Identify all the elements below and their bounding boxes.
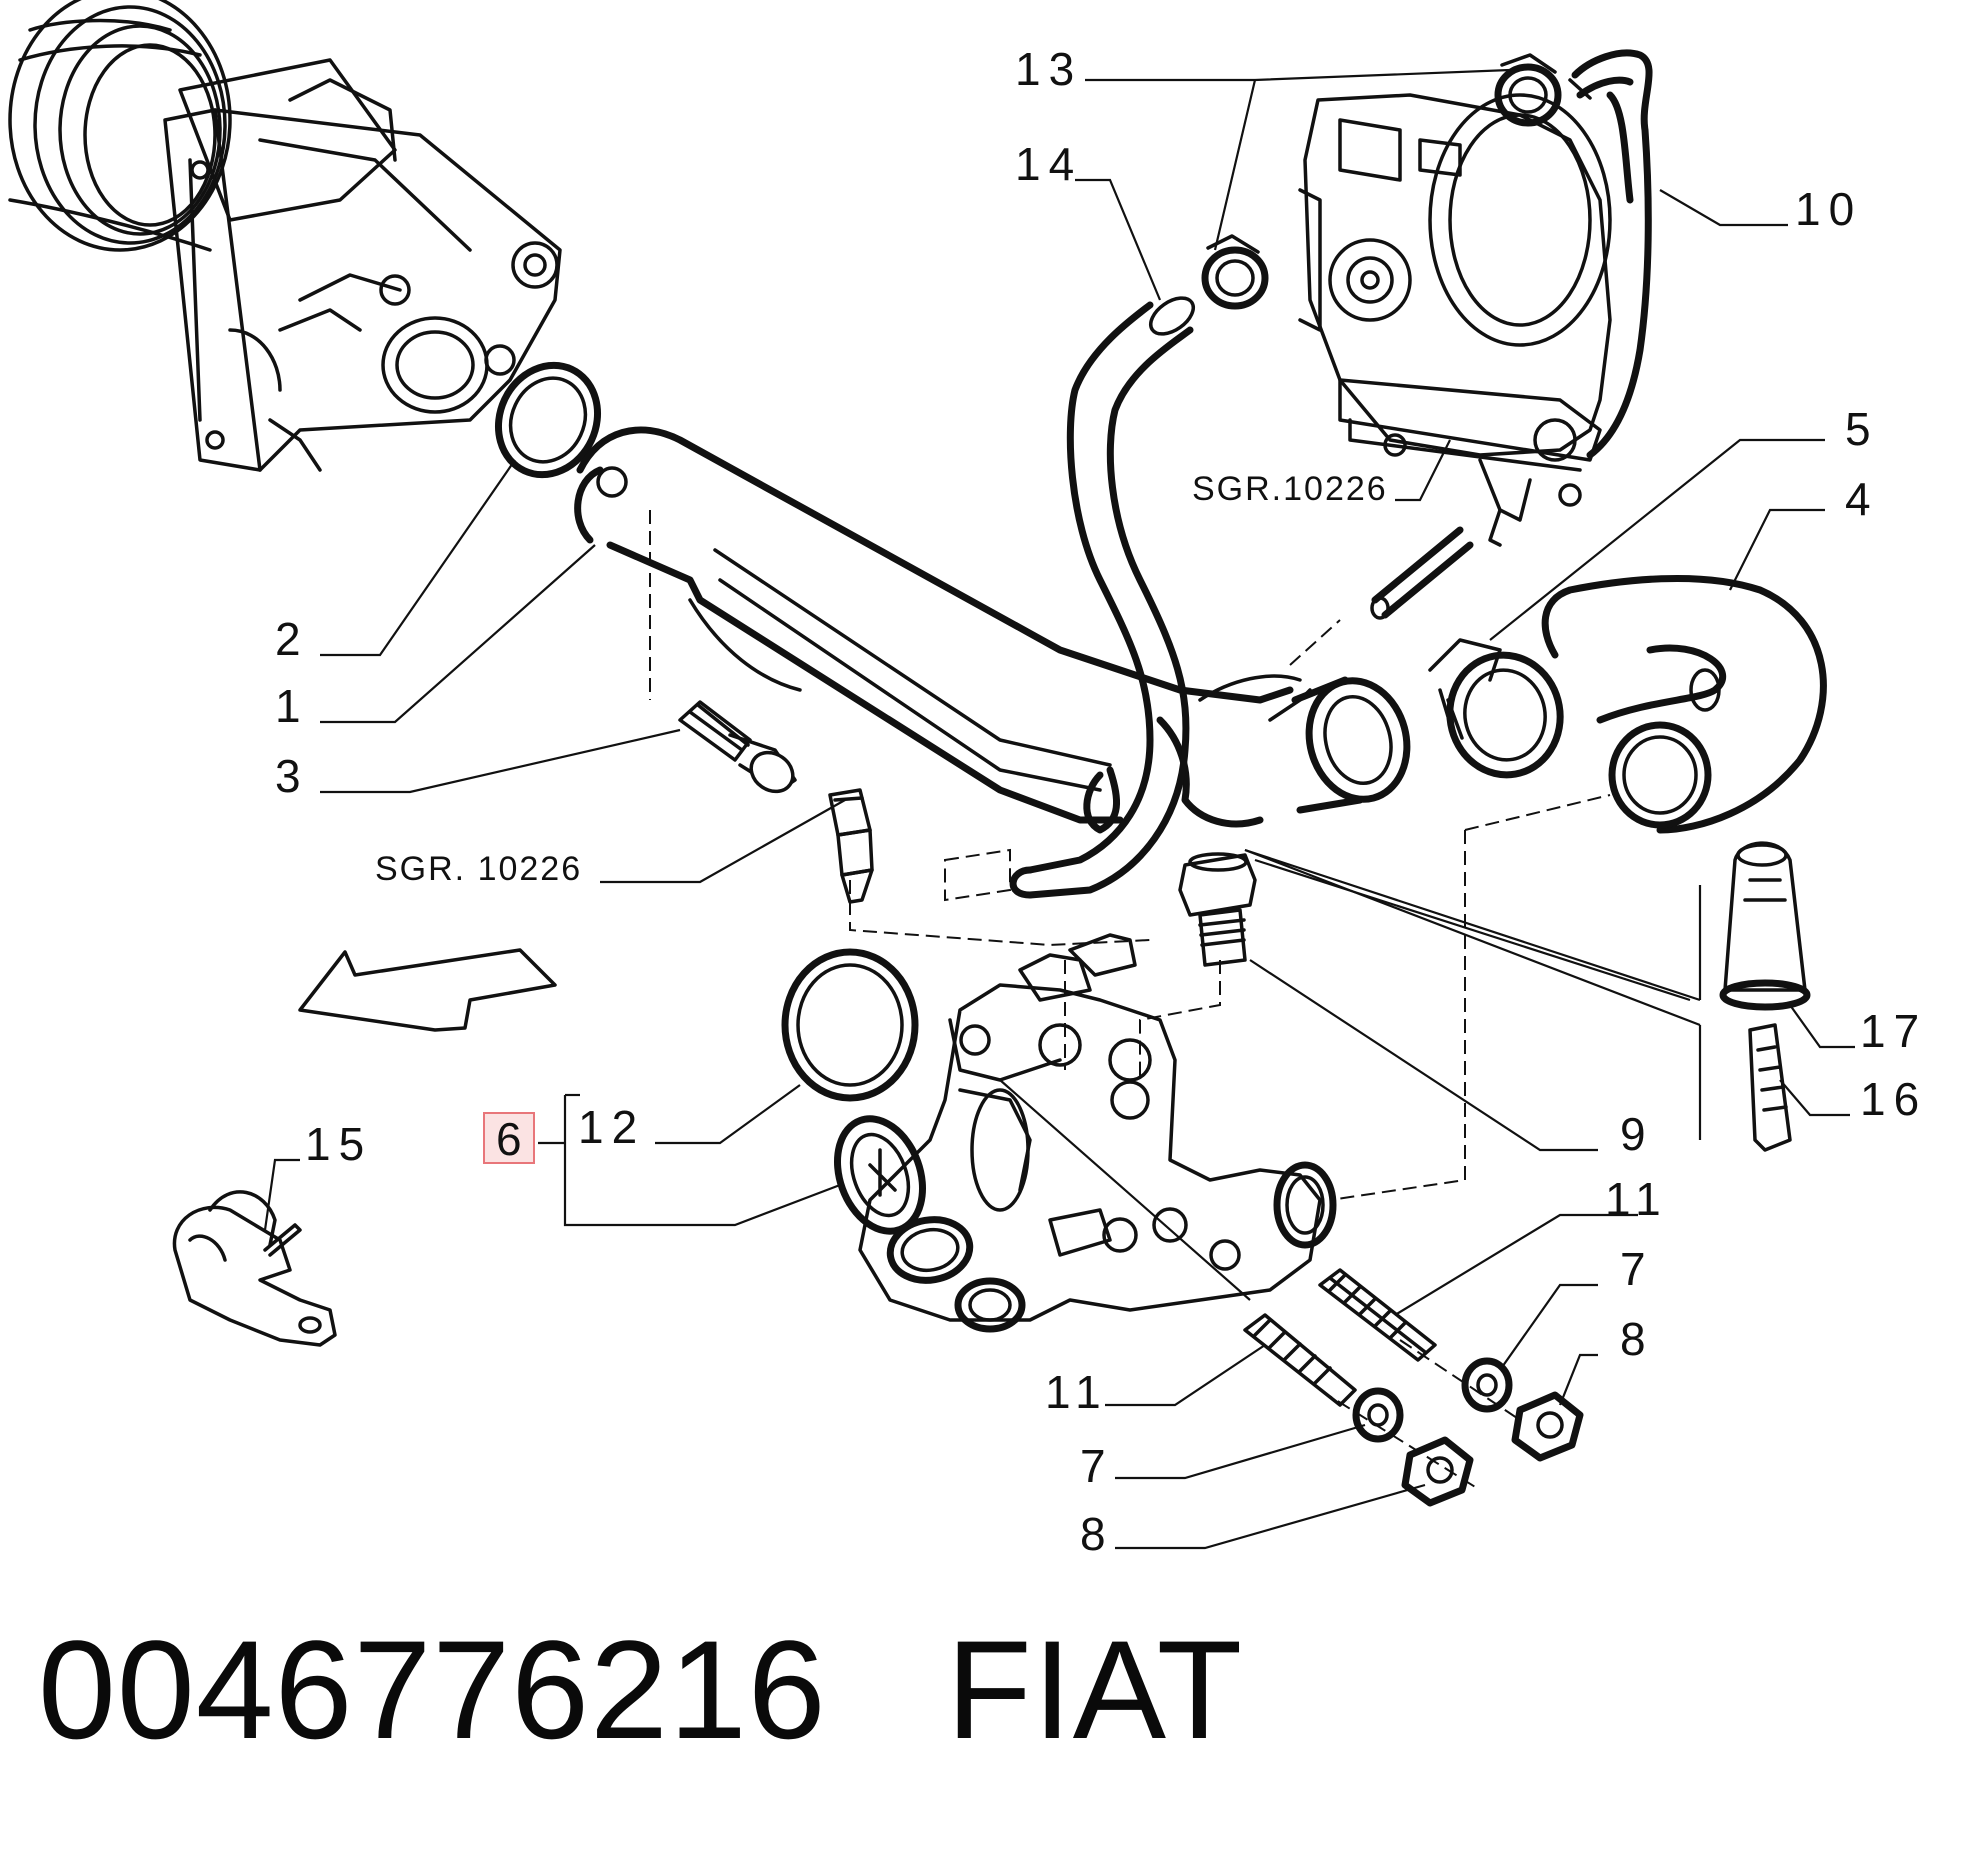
reference-sgr-top: SGR.10226 (1192, 470, 1388, 508)
callout-7-upper: 7 (1620, 1243, 1654, 1295)
hose-4 (1541, 574, 1827, 834)
highlighted-callout-6[interactable]: 6 (483, 1112, 535, 1165)
hose-10 (1568, 49, 1653, 459)
o-ring-12 (781, 948, 919, 1102)
thermostat-housing-icon (833, 933, 1337, 1333)
temperature-sensor (828, 788, 874, 904)
dashed-guide-box (944, 848, 1011, 902)
callout-4: 4 (1845, 473, 1879, 525)
callout-6-highlight-box (483, 1112, 535, 1164)
water-pump-icon (8, 0, 562, 472)
part-number-caption: 0046776216 FIAT (38, 1611, 1244, 1768)
hose-14 (1009, 296, 1195, 899)
hose-clamp-icon (1201, 53, 1562, 310)
bracket-15 (172, 1190, 337, 1347)
connector-16 (1748, 1023, 1792, 1152)
callout-10: 10 (1795, 183, 1862, 235)
fitting-9 (1178, 852, 1257, 967)
stud-11-lower (1243, 1313, 1357, 1407)
clamp-5 (1428, 638, 1564, 779)
stud-11-upper (1318, 1268, 1437, 1362)
callout-6: 6 (496, 1113, 522, 1165)
callout-labels: 13 14 10 5 4 SGR.10226 2 1 3 SGR. 10226 … (275, 43, 1927, 1560)
callout-11-upper: 11 (1605, 1173, 1669, 1225)
small-hose-segment (1370, 526, 1474, 620)
callout-3: 3 (275, 750, 309, 802)
washer-7 (1352, 1357, 1513, 1443)
direction-arrow-icon (298, 948, 557, 1032)
reference-sgr-left: SGR. 10226 (375, 850, 582, 888)
callout-8-lower: 8 (1080, 1508, 1114, 1560)
nut-8 (1401, 1391, 1584, 1507)
coolant-pipe-1 (574, 426, 1411, 834)
callout-8-upper: 8 (1620, 1313, 1654, 1365)
callout-12: 12 (578, 1101, 645, 1153)
leader-lines (263, 68, 1855, 1550)
callout-9: 9 (1620, 1108, 1654, 1160)
callout-5: 5 (1845, 403, 1879, 455)
callout-15: 15 (305, 1118, 372, 1170)
callout-11-lower: 11 (1045, 1366, 1109, 1418)
callout-2: 2 (275, 613, 309, 665)
rubber-boot-17 (1719, 841, 1811, 1011)
callout-17: 17 (1860, 1005, 1927, 1057)
callout-16: 16 (1860, 1073, 1927, 1125)
bolt-3 (678, 700, 797, 794)
callout-13: 13 (1015, 43, 1082, 95)
callout-7-lower: 7 (1080, 1440, 1114, 1492)
callout-1: 1 (275, 680, 309, 732)
o-ring-2 (494, 361, 602, 479)
callout-14: 14 (1015, 138, 1082, 190)
